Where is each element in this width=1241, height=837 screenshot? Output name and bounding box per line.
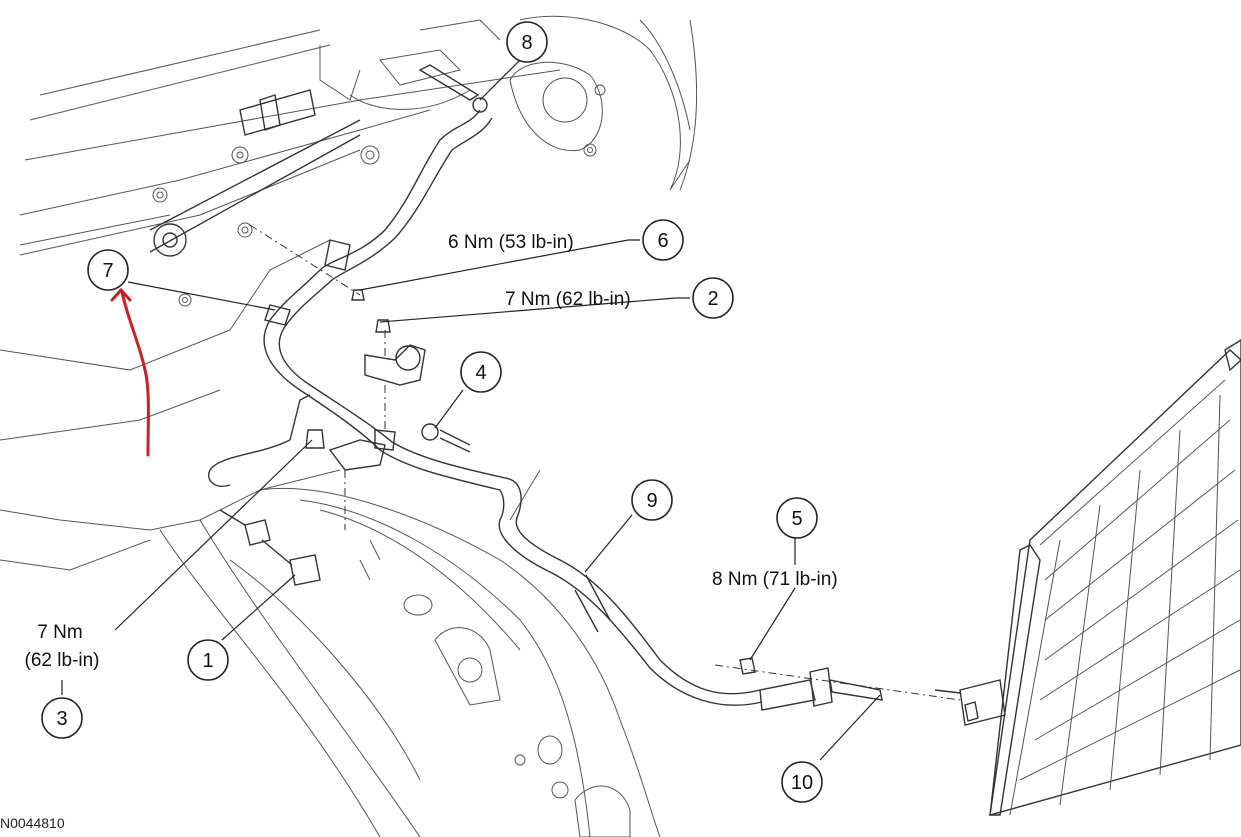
svg-text:10: 10	[791, 772, 813, 794]
callout-10: 10	[781, 761, 823, 803]
callout-7: 7	[87, 249, 129, 291]
torque-spec-3-line2: (62 lb-in)	[25, 650, 100, 671]
condenser-fitting	[714, 657, 961, 711]
svg-text:6: 6	[657, 230, 668, 252]
callout-5: 5	[776, 497, 818, 539]
svg-text:8: 8	[521, 32, 532, 54]
svg-text:4: 4	[475, 362, 486, 384]
svg-text:2: 2	[707, 288, 718, 310]
electrical-connectors	[208, 394, 321, 586]
svg-text:9: 9	[646, 490, 657, 512]
torque-spec-3-line1: 7 Nm	[37, 622, 82, 643]
svg-text:3: 3	[56, 708, 67, 730]
torque-spec-6: 6 Nm (53 lb-in)	[448, 232, 574, 253]
callout-6: 6	[642, 219, 684, 261]
callout-2: 2	[692, 277, 734, 319]
svg-text:5: 5	[791, 508, 802, 530]
leader-lines	[61, 59, 881, 761]
svg-text:7: 7	[102, 260, 113, 282]
condenser	[959, 339, 1241, 816]
body-panel-drawing	[0, 15, 698, 441]
callout-8: 8	[506, 21, 548, 63]
svg-text:1: 1	[202, 650, 213, 672]
figure-reference-id: N0044810	[0, 815, 65, 831]
callout-3: 3	[41, 697, 83, 739]
annotation-arrow	[110, 287, 150, 457]
torque-spec-5: 8 Nm (71 lb-in)	[712, 569, 838, 590]
torque-spec-2: 7 Nm (62 lb-in)	[505, 289, 631, 310]
bracket-assembly	[249, 64, 488, 530]
ac-line-tube	[263, 109, 763, 706]
callout-1: 1	[187, 639, 229, 681]
callout-4: 4	[460, 351, 502, 393]
frame-rail-drawing	[0, 469, 661, 837]
callout-9: 9	[631, 479, 673, 521]
